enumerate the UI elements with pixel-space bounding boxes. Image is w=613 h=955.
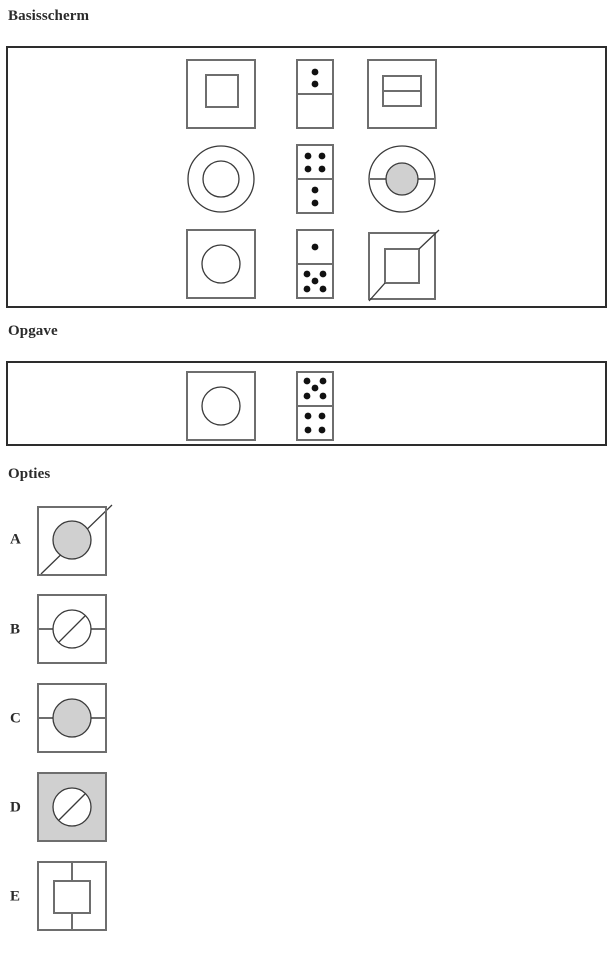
matrix-cell-r3c2-domino-1-5[interactable] [296, 229, 334, 299]
option-e-square-in-square-with-verticals[interactable] [36, 859, 114, 937]
option-c-gray-circle-with-horizontal[interactable] [36, 681, 114, 759]
option-letter-b: B [10, 621, 21, 638]
matrix-cell-r3c3-square-in-square-with-diagonals[interactable] [367, 229, 441, 303]
task-row-panel [6, 361, 607, 446]
matrix-cell-r3c1-circle-in-square[interactable] [186, 229, 256, 299]
option-b-white-circle-with-diagonal-and-horizontal[interactable] [36, 592, 114, 670]
option-letter-e: E [10, 888, 21, 905]
option-letter-d: D [10, 799, 21, 816]
task-cell-c2-domino-5-4[interactable] [296, 371, 334, 441]
matrix-cell-r1c1-square-in-square[interactable] [186, 59, 256, 129]
page-title-opties: Opties [8, 466, 51, 482]
page-title-opgave: Opgave [8, 323, 58, 339]
matrix-cell-r1c3-square-with-split-rectangle[interactable] [367, 59, 437, 129]
matrix-cell-r1c2-domino-2-0[interactable] [296, 59, 334, 129]
option-letter-c: C [10, 710, 21, 727]
matrix-cell-r2c1-circle-in-circle[interactable] [186, 144, 256, 214]
option-d-gray-square-white-circle-diagonal[interactable] [36, 770, 114, 848]
option-row-b[interactable]: B [0, 592, 200, 668]
option-letter-a: A [10, 531, 21, 548]
matrix-cell-r2c3-circle-with-gray-circle-and-line[interactable] [367, 144, 437, 214]
option-row-e[interactable]: E [0, 859, 200, 935]
option-row-c[interactable]: C [0, 681, 200, 757]
option-a-gray-circle-with-diagonal[interactable] [36, 502, 114, 580]
option-row-d[interactable]: D [0, 770, 200, 846]
task-cell-c1-circle-in-square[interactable] [186, 371, 256, 441]
base-matrix-grid [8, 48, 605, 306]
page-title-basisscherm: Basisscherm [8, 8, 90, 24]
matrix-cell-r2c2-domino-4-2[interactable] [296, 144, 334, 214]
option-row-a[interactable]: A [0, 502, 200, 578]
base-matrix-panel [6, 46, 607, 308]
task-row-grid [8, 363, 605, 444]
